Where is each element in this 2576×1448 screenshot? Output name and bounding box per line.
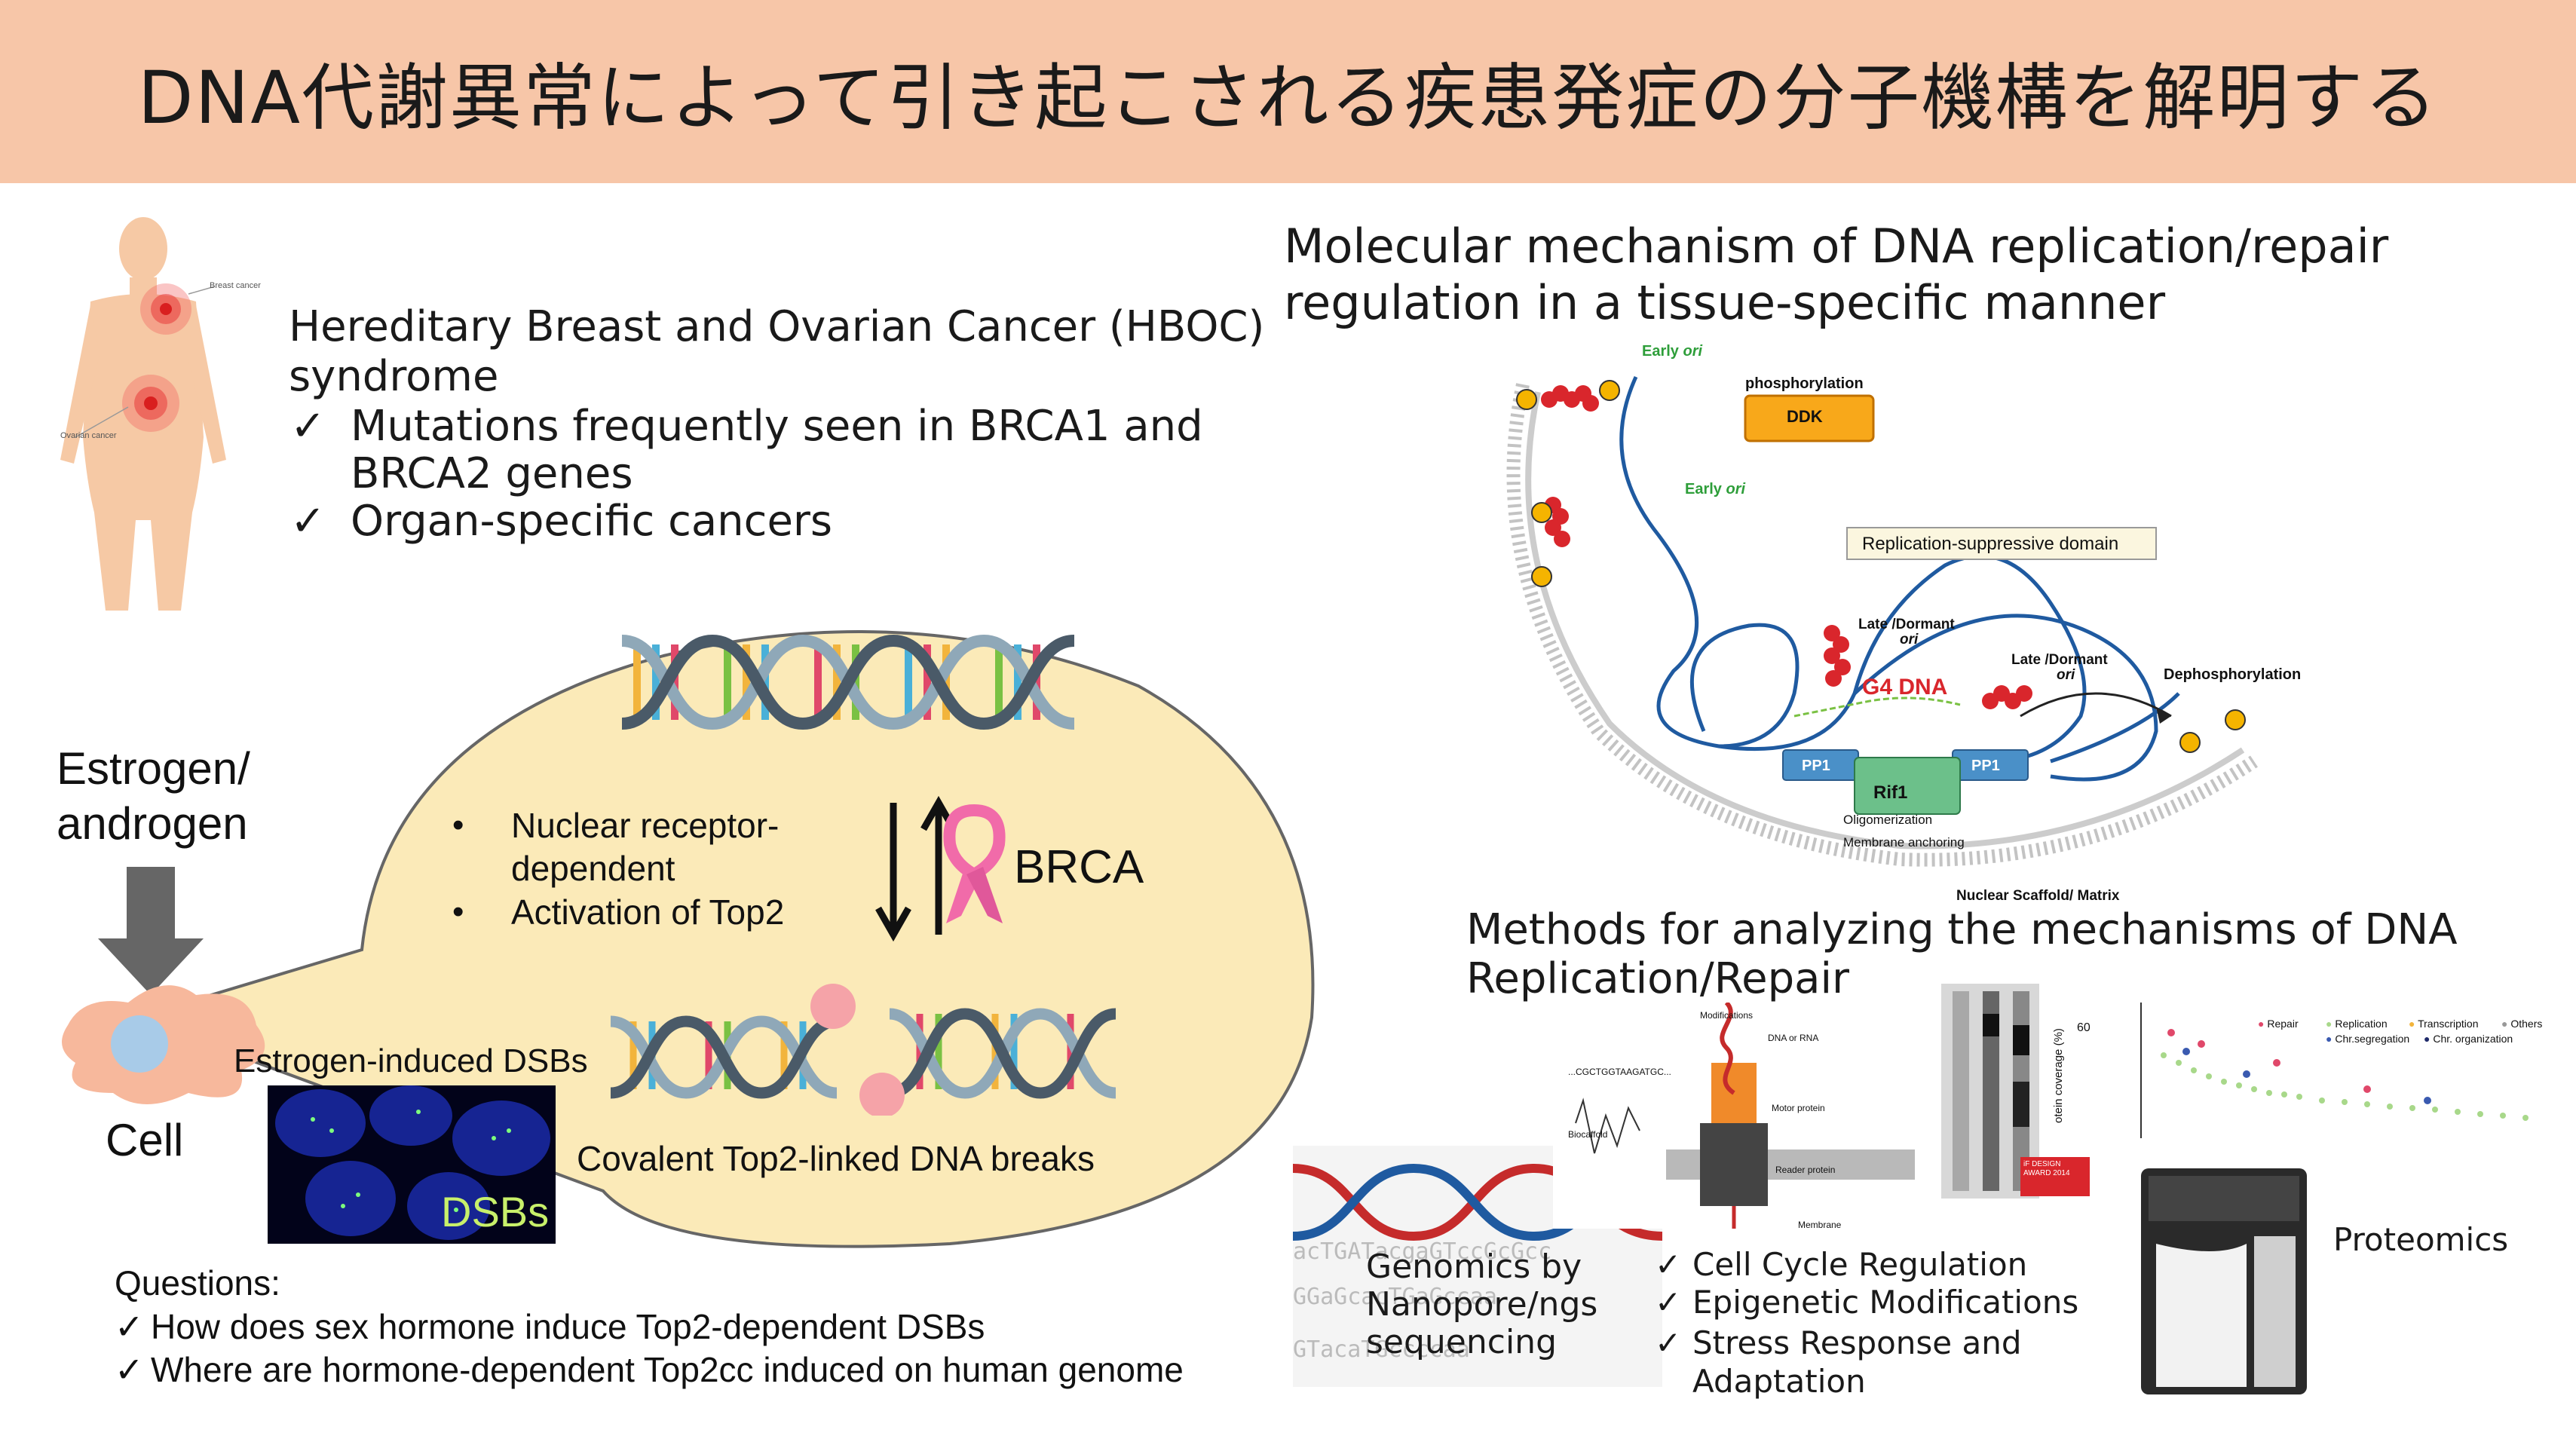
legend-dot-icon: ● xyxy=(2409,1018,2418,1030)
legend-dot-icon: ● xyxy=(2326,1018,2336,1030)
mass-spectrometer-image xyxy=(2141,1168,2307,1394)
check-icon: ✓ xyxy=(115,1350,144,1389)
dna-helix-top xyxy=(622,634,1075,730)
dsb-image-label: DSBs xyxy=(441,1188,550,1235)
svg-text:acTGATacgaGTccGcGcc: acTGATacgaGTccGcGcc xyxy=(1293,1238,1551,1265)
replication-domain-label: Replication-suppressive domain xyxy=(1862,534,2119,554)
hboc-check2: Organ-specific cancers xyxy=(351,497,833,546)
dna-broken-helices xyxy=(611,984,1116,1116)
legend-dot-icon: ● xyxy=(2424,1033,2434,1045)
nanopore-modifications-label: Modifications xyxy=(1700,1010,1754,1021)
check-icon: ✓ xyxy=(115,1307,144,1346)
nanopore-motor-label: Motor protein xyxy=(1772,1103,1825,1113)
legend-dot-icon: ● xyxy=(2501,1018,2511,1030)
nanopore-dna-rna-label: DNA or RNA xyxy=(1768,1033,1819,1043)
chart-y60-label: 60 xyxy=(2077,1021,2091,1034)
title-banner xyxy=(0,0,2576,183)
page-title: DNA代謝異常によって引き起こされる疾患発症の分子機構を解明する xyxy=(137,56,2439,140)
questions-heading: Questions: xyxy=(115,1263,280,1303)
chart-legend-others: ● Others xyxy=(2501,1018,2543,1030)
early-ori-label-1: Early ori xyxy=(1642,343,1703,360)
hboc-heading-2: syndrome xyxy=(289,352,499,401)
nuclear-scaffold-label: Nuclear Scaffold/ Matrix xyxy=(1956,888,2120,904)
design-award-badge: iF DESIGN AWARD 2014 xyxy=(2020,1157,2090,1196)
pink-ribbon-icon xyxy=(943,804,1006,923)
svg-text:GGaGcacTGaGccaa: GGaGcacTGaGccaa xyxy=(1293,1284,1497,1310)
brca-label: BRCA xyxy=(1014,841,1144,893)
hboc-check1-line2: BRCA2 genes xyxy=(351,449,633,498)
breast-cancer-label: Breast cancer xyxy=(210,281,261,290)
svg-text:GTacaTGccccaa: GTacaTGccccaa xyxy=(1293,1336,1470,1363)
genomics-label-3: sequencing xyxy=(1366,1323,1557,1361)
ori-label-1: ori xyxy=(1900,632,1919,647)
early-ori-label-2: Early ori xyxy=(1685,481,1746,497)
nanopore-schematic xyxy=(1553,1003,1915,1229)
legend-dot-icon: ● xyxy=(2326,1033,2336,1045)
nanopore-membrane-label: Membrane xyxy=(1798,1220,1842,1230)
proteomics-coverage-chart xyxy=(2051,980,2563,1191)
method-item-3-line1: Stress Response and xyxy=(1692,1324,2022,1361)
down-arrow-icon xyxy=(98,867,204,995)
method-item-2: Epigenetic Modifications xyxy=(1692,1284,2079,1321)
ori-label-2: ori xyxy=(2057,667,2075,683)
late-dormant-label-2: Late /Dormant xyxy=(2011,652,2108,668)
dsb-microscopy-image xyxy=(268,1085,556,1244)
check-icon: ✓ xyxy=(290,402,326,451)
ovarian-cancer-label: Ovarian cancer xyxy=(60,431,117,440)
bubble-bullet1-line2: dependent xyxy=(511,849,675,888)
chart-legend-organization: ● Chr. organization xyxy=(2424,1033,2513,1045)
body-silhouette xyxy=(60,217,226,611)
chart-legend-replication: ● Replication xyxy=(2326,1018,2388,1030)
mechanism-heading-2: regulation in a tissue-specific manner xyxy=(1284,275,2166,330)
mechanism-heading-1: Molecular mechanism of DNA replication/r… xyxy=(1284,219,2389,274)
breaks-caption: Covalent Top2-linked DNA breaks xyxy=(577,1139,1095,1178)
methods-heading-2: Replication/Repair xyxy=(1466,954,1850,1003)
hormone-label-2: androgen xyxy=(57,798,248,849)
late-dormant-label-1: Late /Dormant xyxy=(1858,617,1955,632)
bullet-icon: • xyxy=(452,807,464,843)
nanopore-seq-label: ...CGCTGGTAAGATGC... xyxy=(1568,1067,1671,1077)
chart-legend-transcription: ● Transcription xyxy=(2409,1018,2479,1030)
ddk-label: DDK xyxy=(1787,407,1823,426)
bubble-bullet1-line1: Nuclear receptor- xyxy=(511,806,780,845)
bubble-bullet2: Activation of Top2 xyxy=(511,892,785,932)
dephosphorylation-label: Dephosphorylation xyxy=(2164,666,2302,683)
hboc-check1-line1: Mutations frequently seen in BRCA1 and xyxy=(351,402,1203,451)
check-icon: ✓ xyxy=(1655,1284,1682,1321)
proteomics-label: Proteomics xyxy=(2333,1221,2509,1258)
question-2: Where are hormone-dependent Top2cc induc… xyxy=(151,1350,1184,1389)
methods-heading-1: Methods for analyzing the mechanisms of … xyxy=(1466,905,2458,954)
pp1-label-1: PP1 xyxy=(1802,758,1830,774)
oligomerization-label: Oligomerization xyxy=(1843,813,1933,827)
check-icon: ✓ xyxy=(1655,1324,1682,1361)
chart-legend-segregation: ● Chr.segregation xyxy=(2326,1033,2410,1045)
cell-label: Cell xyxy=(106,1115,184,1165)
legend-dot-icon: ● xyxy=(2258,1018,2268,1030)
g4-dna-label: G4 DNA xyxy=(1862,675,1948,700)
chart-legend-repair: ● Repair xyxy=(2258,1018,2299,1030)
check-icon: ✓ xyxy=(1655,1246,1682,1283)
hboc-heading-1: Hereditary Breast and Ovarian Cancer (HB… xyxy=(289,302,1265,351)
bullet-icon: • xyxy=(452,893,464,930)
genomics-label-2: Nanopore/ngs xyxy=(1366,1285,1598,1324)
method-item-1: Cell Cycle Regulation xyxy=(1692,1246,2028,1283)
question-1: How does sex hormone induce Top2-depende… xyxy=(151,1307,985,1346)
pp1-label-2: PP1 xyxy=(1971,758,2000,774)
phosphorylation-label: phosphorylation xyxy=(1745,375,1864,392)
cell-shape xyxy=(62,985,265,1104)
dsb-caption: Estrogen-induced DSBs xyxy=(234,1042,588,1079)
rif1-label: Rif1 xyxy=(1873,782,1908,803)
chart-ylabel: otein coverage (%) xyxy=(2052,1028,2065,1123)
hormone-label-1: Estrogen/ xyxy=(57,743,250,794)
check-icon: ✓ xyxy=(290,497,326,546)
replication-mechanism-diagram xyxy=(1506,375,2258,867)
membrane-anchoring-label: Membrane anchoring xyxy=(1843,835,1965,850)
nanopore-bioscaffold-label: Biocaffold xyxy=(1568,1129,1608,1140)
method-item-3-line2: Adaptation xyxy=(1692,1363,1866,1400)
nanopore-reader-label: Reader protein xyxy=(1775,1165,1836,1175)
genomics-label-1: Genomics by xyxy=(1366,1247,1582,1286)
